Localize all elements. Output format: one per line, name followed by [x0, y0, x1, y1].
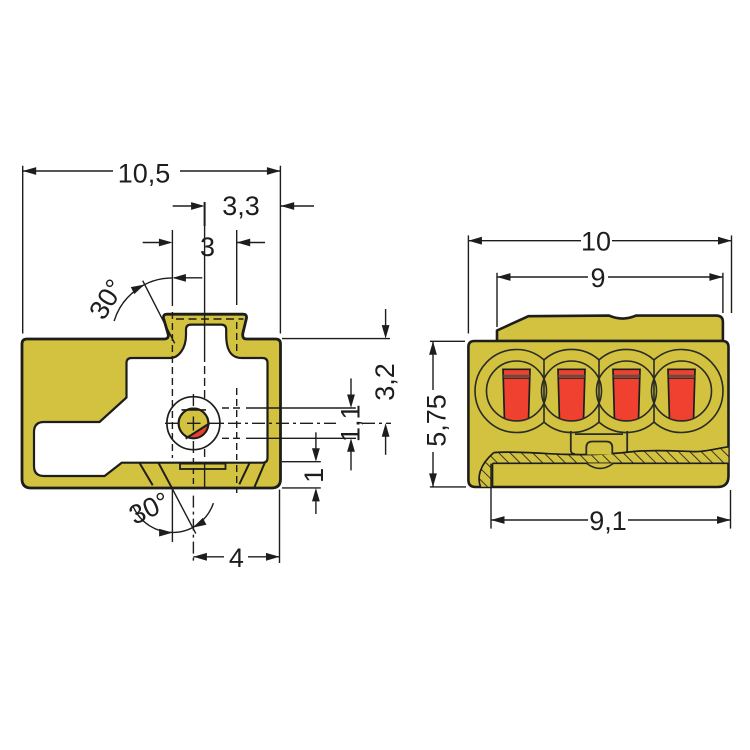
svg-text:10,5: 10,5: [118, 159, 171, 189]
svg-text:3,3: 3,3: [222, 191, 260, 221]
svg-text:3: 3: [200, 232, 215, 262]
svg-text:10: 10: [581, 227, 611, 257]
svg-text:9: 9: [590, 263, 605, 293]
svg-text:1: 1: [299, 468, 329, 483]
svg-text:4: 4: [229, 543, 244, 573]
svg-text:5,75: 5,75: [422, 394, 452, 447]
svg-text:9,1: 9,1: [589, 506, 627, 536]
svg-text:3,2: 3,2: [370, 363, 400, 401]
svg-text:1,1: 1,1: [336, 405, 366, 443]
